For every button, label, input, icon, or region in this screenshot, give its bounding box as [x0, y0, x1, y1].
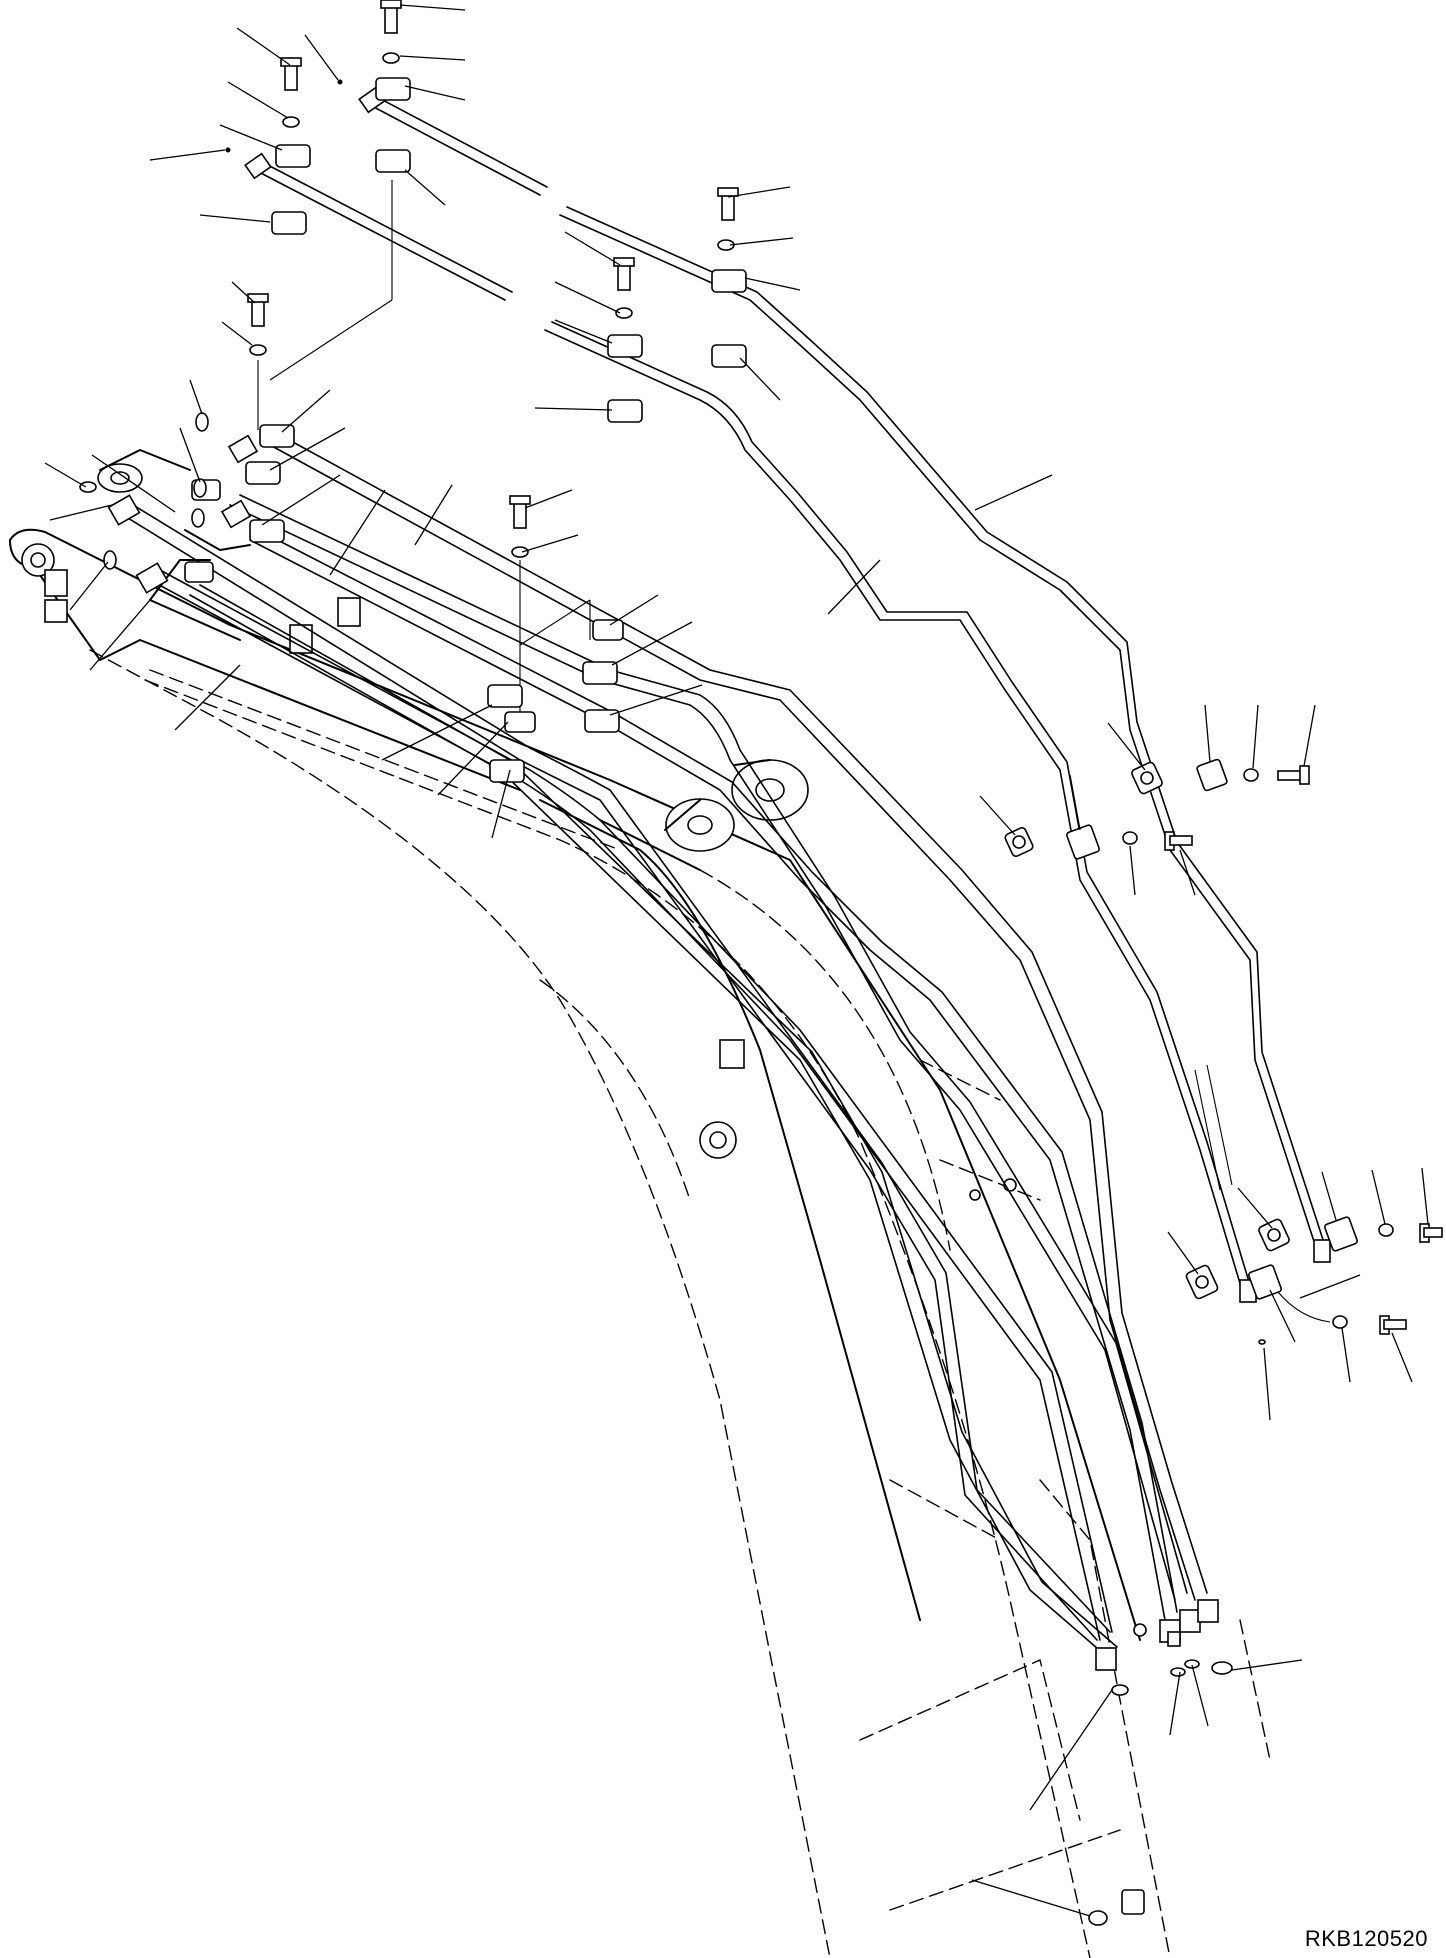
o-ring	[195, 412, 209, 432]
pin-hole	[30, 552, 46, 568]
clamp-set-right-upper	[1004, 758, 1310, 860]
clamp	[375, 149, 411, 173]
clamp-set-arm-middle	[487, 495, 624, 783]
bolt	[384, 4, 398, 34]
pipe-fittings	[107, 86, 1331, 1671]
stopper-block	[719, 1039, 745, 1069]
drawing-code: RKB120520	[1304, 1926, 1428, 1951]
clamp-set-upper-left	[225, 0, 411, 381]
washer	[382, 52, 400, 64]
clamp-set-right-lower	[1185, 1216, 1443, 1345]
leader-lines	[44, 4, 1429, 1917]
bottom-orings	[1088, 1659, 1233, 1926]
clamp-set-upper-right	[607, 187, 747, 423]
arm-pipes	[114, 434, 1208, 1656]
upper-pipes	[254, 96, 1328, 1301]
clamp	[375, 77, 411, 101]
clamp-set-arm-top	[79, 293, 295, 583]
arm-body-outline	[89, 649, 1271, 1958]
arm-end-details	[44, 449, 361, 654]
